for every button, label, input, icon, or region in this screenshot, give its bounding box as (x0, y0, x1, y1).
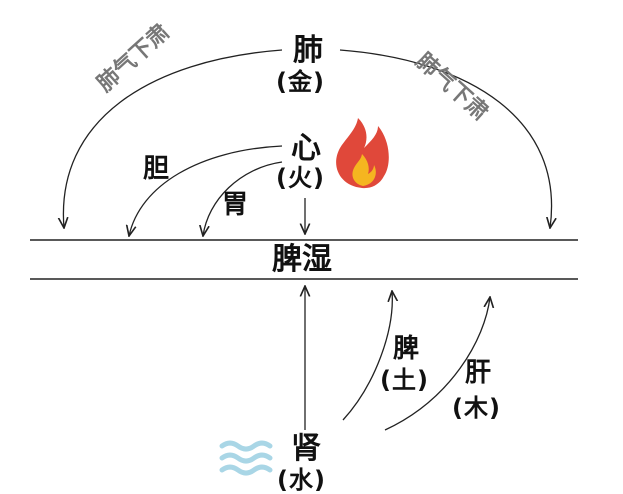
lung-qi-right-arc (339, 49, 552, 228)
stomach-label: 胃 (222, 190, 249, 220)
heart-gallbladder-arrow (129, 145, 283, 236)
lung-element-label: (金) (276, 68, 325, 96)
spleen-dampness-label: 脾湿 (272, 242, 332, 277)
liver-up-arrow (384, 297, 490, 431)
water-waves-icon (219, 440, 273, 476)
spleen-label: 脾 (393, 334, 420, 364)
spleen-up-arrow (342, 291, 392, 421)
lung-qi-left-arc (63, 49, 283, 228)
fire-icon (336, 118, 389, 189)
liver-element-label: (木) (452, 394, 501, 422)
kidney-element-label: (水) (277, 466, 326, 494)
gallbladder-label: 胆 (143, 154, 170, 184)
liver-label: 肝 (465, 358, 492, 388)
heart-stomach-arrow (203, 161, 283, 236)
heart-element-label: (火) (276, 164, 325, 192)
lung-label: 肺 (293, 33, 323, 68)
heart-label: 心 (291, 131, 321, 166)
kidney-label: 肾 (291, 431, 321, 466)
spleen-element-label: (土) (380, 366, 429, 394)
